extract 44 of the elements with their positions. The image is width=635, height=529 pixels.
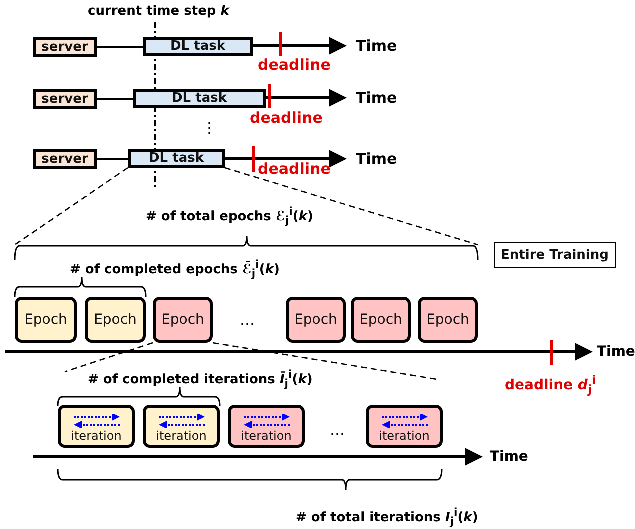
axis-label: Time bbox=[490, 449, 528, 465]
box-label: iteration bbox=[379, 429, 430, 445]
iteration-box bbox=[228, 405, 305, 448]
axis-label: Time bbox=[356, 151, 398, 167]
task-bar: DL task bbox=[143, 37, 253, 56]
bracket-label: # of completed iterations Ī$_{j}$$^{i}$(k) bbox=[88, 367, 313, 392]
title-box: Entire Training bbox=[494, 242, 616, 268]
bracket bbox=[14, 235, 479, 260]
epoch-box: Epoch bbox=[418, 297, 478, 343]
server-box: server bbox=[33, 149, 97, 169]
deadline-label: deadline bbox=[258, 161, 331, 177]
server-box: server bbox=[33, 89, 97, 109]
iteration-box bbox=[143, 405, 220, 448]
server-box: server bbox=[33, 37, 97, 57]
axis-label: Time bbox=[356, 38, 398, 54]
zoom-line bbox=[14, 167, 128, 246]
ellipsis: … bbox=[330, 422, 345, 438]
bracket-label: # of total iterations I$_{j}$$^{i}$(k) bbox=[296, 505, 478, 529]
zoom-line bbox=[64, 342, 154, 373]
deadline-label: deadline bbox=[258, 57, 331, 73]
task-bar: DL task bbox=[133, 89, 266, 108]
box-label: iteration bbox=[156, 429, 207, 445]
connector-line bbox=[97, 98, 133, 100]
bracket-label: # of total epochs ℰ$_{j}$$^{i}$(k) bbox=[146, 204, 314, 229]
connector-line bbox=[97, 158, 128, 160]
zoom-line bbox=[224, 167, 478, 246]
epoch-box: Epoch bbox=[286, 297, 346, 343]
axis-label: current time step k bbox=[88, 4, 230, 20]
axis-label: Time bbox=[597, 344, 635, 360]
box-label: iteration bbox=[241, 429, 292, 445]
deadline-label: deadline bbox=[250, 110, 323, 126]
ellipsis: … bbox=[240, 312, 255, 328]
ellipsis: ⋮ bbox=[202, 120, 217, 136]
iteration-box bbox=[366, 405, 443, 448]
connector-line bbox=[97, 46, 143, 48]
iteration-box bbox=[58, 405, 135, 448]
epoch-box: Epoch bbox=[351, 297, 411, 343]
epoch-box: Epoch bbox=[153, 297, 213, 343]
bracket-label: # of completed epochs ℰ̄$_{j}$$^{i}$(k) bbox=[70, 257, 280, 282]
task-bar: DL task bbox=[128, 149, 225, 168]
axis-label: Time bbox=[356, 90, 398, 106]
box-label: iteration bbox=[71, 429, 122, 445]
epoch-box: Epoch bbox=[15, 297, 77, 343]
epoch-box: Epoch bbox=[85, 297, 146, 343]
